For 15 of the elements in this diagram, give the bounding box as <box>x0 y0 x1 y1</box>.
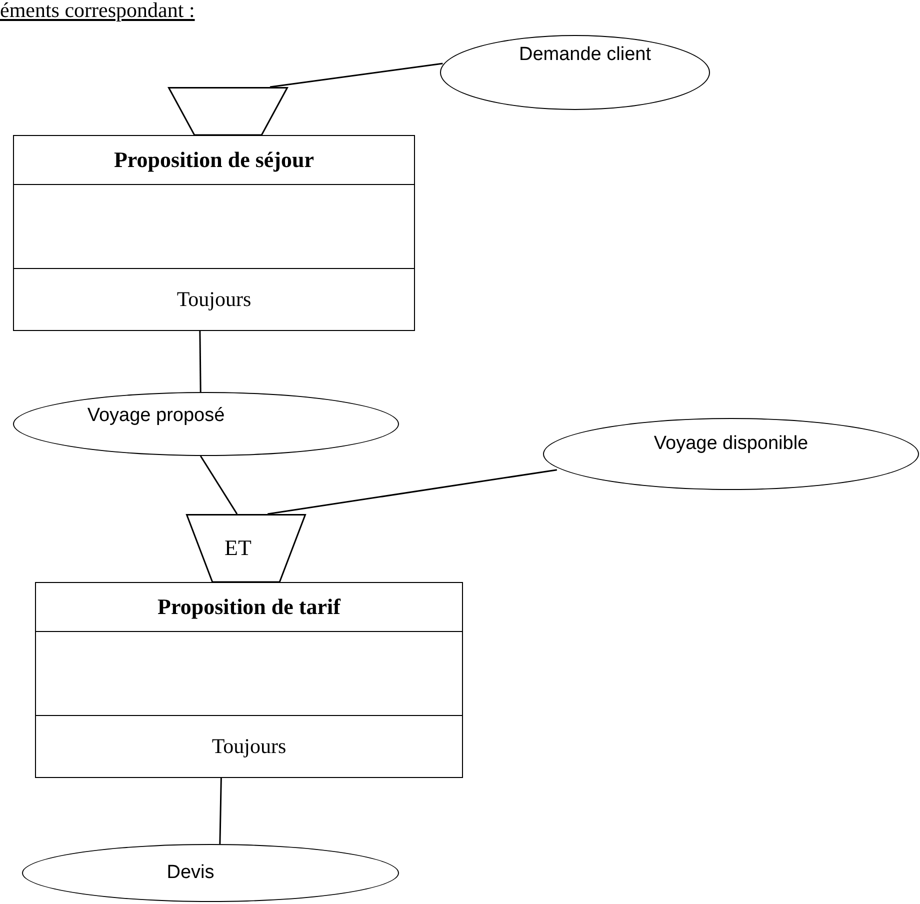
rule-label: Toujours <box>176 287 252 312</box>
section-heading: éments correspondant : <box>0 0 195 23</box>
connector-line <box>219 778 222 844</box>
connector-line <box>200 456 238 514</box>
node-label: Voyage proposé <box>87 405 225 427</box>
connector-line <box>199 331 202 392</box>
connector-line <box>267 469 558 515</box>
node-label: Devis <box>166 862 214 884</box>
process-title: Proposition de tarif <box>158 594 340 620</box>
operator-label: ET <box>224 535 252 561</box>
node-label: Voyage disponible <box>654 433 808 455</box>
connector-line <box>270 62 443 88</box>
process-title: Proposition de séjour <box>114 147 314 173</box>
rule-label: Toujours <box>212 734 286 759</box>
node-label: Demande client <box>518 44 652 66</box>
